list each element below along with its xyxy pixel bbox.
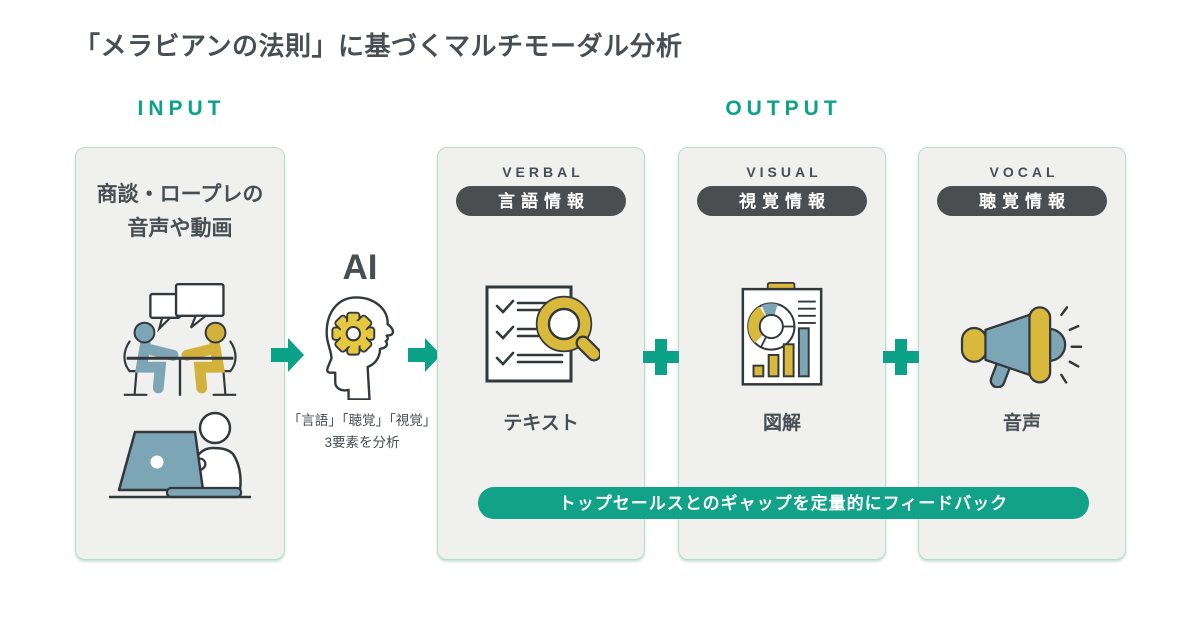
plus-icon [883,339,919,380]
visual-pill: 視覚情報 [697,186,867,216]
verbal-pill: 言語情報 [456,186,626,216]
head-gear-icon [320,294,400,405]
input-card-heading: 商談・ロープレの 音声や動画 [76,178,284,245]
checklist-magnifier-icon [482,284,602,391]
output-label: OUTPUT [725,97,842,120]
visual-tag: VISUAL [746,164,822,180]
feedback-banner: トップセールスとのギャップを定量的にフィードバック [478,487,1089,519]
input-label: INPUT [137,97,226,120]
ai-caption-line2: 3要素を分析 [324,435,400,451]
verbal-tag: VERBAL [502,164,584,180]
arrow-right-icon [408,338,441,377]
input-card-line2: 音声や動画 [127,216,233,240]
ai-caption: 「言語」「聴覚」「視覚」 3要素を分析 [282,410,442,455]
visual-caption: 図解 [762,413,801,434]
input-card: 商談・ロープレの 音声や動画 [75,147,285,560]
megaphone-icon [960,298,1084,393]
verbal-caption: テキスト [503,413,579,434]
ai-label: AI [342,248,378,287]
people-talking-icon [101,278,259,407]
vocal-tag: VOCAL [989,164,1059,180]
arrow-right-icon [271,338,304,377]
plus-icon [643,339,679,380]
ai-caption-line1: 「言語」「聴覚」「視覚」 [287,413,437,428]
input-card-line1: 商談・ロープレの [96,183,264,206]
page-title: 「メラビアンの法則」に基づくマルチモーダル分析 [74,31,683,61]
vocal-caption: 音声 [1002,413,1041,434]
chart-document-icon [736,282,829,392]
laptop-user-icon [105,406,255,511]
vocal-pill: 聴覚情報 [937,186,1107,216]
